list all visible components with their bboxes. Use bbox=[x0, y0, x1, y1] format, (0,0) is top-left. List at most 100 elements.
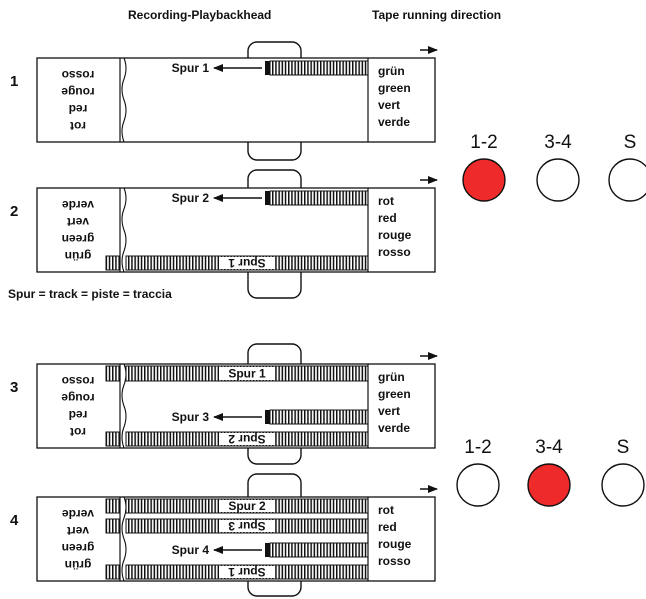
color-word: rouge bbox=[378, 228, 412, 242]
active-indicator bbox=[527, 463, 571, 507]
head-gap-mark bbox=[265, 191, 270, 205]
color-word-flipped: grün bbox=[65, 558, 92, 572]
config-label: 1 bbox=[10, 73, 18, 90]
color-word: rosso bbox=[378, 245, 411, 259]
color-word: vert bbox=[378, 404, 400, 418]
band-label-box bbox=[219, 257, 275, 269]
band-label-box bbox=[219, 500, 275, 512]
config-label: 2 bbox=[10, 203, 18, 220]
tape-frame bbox=[36, 57, 436, 143]
track-button-label: S bbox=[617, 437, 630, 458]
backward-spur-label: Spur 3 bbox=[228, 519, 266, 533]
track-button-3-4[interactable]: 3-4 bbox=[527, 437, 571, 507]
color-word-flipped: rouge bbox=[61, 391, 95, 405]
color-word-flipped: green bbox=[62, 232, 95, 246]
inactive-indicator bbox=[456, 463, 500, 507]
color-word-flipped: rot bbox=[70, 119, 86, 133]
active-indicator bbox=[462, 158, 506, 202]
recording-spur-label: Spur 3 bbox=[172, 410, 210, 424]
backward-spur-label: Spur 2 bbox=[228, 432, 266, 446]
color-word: red bbox=[378, 211, 397, 225]
band-label-box bbox=[219, 520, 275, 532]
track-button-3-4[interactable]: 3-4 bbox=[536, 132, 580, 202]
track-band-3: Spur 1 bbox=[125, 564, 369, 580]
color-word-flipped: rouge bbox=[61, 85, 95, 99]
track-button-label: 1-2 bbox=[470, 132, 497, 153]
color-words-right: grün green vert verde bbox=[378, 64, 411, 129]
config-label: 3 bbox=[10, 379, 18, 396]
track-button-s[interactable]: S bbox=[601, 437, 645, 507]
track-stub bbox=[105, 498, 121, 514]
track-selector-2: 1-2 3-4 S bbox=[456, 437, 645, 507]
color-word-flipped: vert bbox=[67, 524, 89, 538]
track-band-2: Spur 3 bbox=[125, 518, 369, 534]
backward-spur-label: Spur 2 bbox=[228, 499, 266, 513]
color-word: green bbox=[378, 387, 411, 401]
backward-spur-label: Spur 1 bbox=[228, 367, 266, 381]
recording-track-band bbox=[269, 542, 369, 558]
track-button-s[interactable]: S bbox=[608, 132, 646, 202]
recording-track-band bbox=[269, 60, 369, 76]
color-word: rouge bbox=[378, 537, 412, 551]
backward-spur-label: Spur 1 bbox=[228, 565, 266, 579]
track-band-2: Spur 2 bbox=[125, 431, 369, 447]
color-word: rot bbox=[378, 194, 394, 208]
track-band-1: Spur 1 bbox=[125, 255, 369, 271]
inactive-indicator bbox=[608, 158, 646, 202]
band-label-box bbox=[219, 367, 275, 380]
color-word: green bbox=[378, 81, 411, 95]
color-words-left: verde vert green grün bbox=[62, 507, 95, 572]
color-word: grün bbox=[378, 64, 405, 78]
track-selector-1: 1-2 3-4 S bbox=[462, 132, 646, 202]
inactive-indicator bbox=[601, 463, 645, 507]
track-button-label: S bbox=[624, 132, 637, 153]
color-word: rosso bbox=[378, 554, 411, 568]
recording-spur-label: Spur 2 bbox=[172, 191, 210, 205]
color-word: red bbox=[378, 520, 397, 534]
band-label-box bbox=[219, 433, 275, 445]
color-word-flipped: rot bbox=[70, 425, 86, 439]
track-button-label: 3-4 bbox=[535, 437, 563, 458]
track-button-1-2[interactable]: 1-2 bbox=[462, 132, 506, 202]
head-label: Recording-Playbackhead bbox=[128, 8, 271, 22]
track-band-1: Spur 1 bbox=[125, 365, 369, 382]
color-word-flipped: red bbox=[69, 408, 88, 422]
inactive-indicator bbox=[536, 158, 580, 202]
color-word: verde bbox=[378, 115, 410, 129]
recording-spur-label: Spur 1 bbox=[172, 61, 210, 75]
head-gap-mark bbox=[265, 543, 270, 557]
track-stub bbox=[105, 365, 121, 382]
color-word-flipped: green bbox=[62, 541, 95, 555]
backward-spur-label: Spur 1 bbox=[228, 256, 266, 270]
recording-track-band bbox=[269, 190, 369, 206]
track-band-1: Spur 2 bbox=[125, 498, 369, 514]
color-word: rot bbox=[378, 503, 394, 517]
recording-spur-label: Spur 4 bbox=[172, 543, 210, 557]
direction-label: Tape running direction bbox=[372, 8, 501, 22]
color-word-flipped: verde bbox=[62, 507, 94, 521]
color-word-flipped: vert bbox=[67, 215, 89, 229]
head-gap-mark bbox=[265, 410, 270, 424]
track-note: Spur = track = piste = traccia bbox=[8, 287, 172, 301]
band-label-box bbox=[219, 566, 275, 578]
color-word-flipped: red bbox=[69, 102, 88, 116]
color-words-right: rot red rouge rosso bbox=[378, 503, 412, 568]
tape-break-mark bbox=[121, 57, 127, 143]
track-button-label: 1-2 bbox=[464, 437, 491, 458]
track-stub bbox=[105, 255, 121, 271]
color-word: vert bbox=[378, 98, 400, 112]
track-button-1-2[interactable]: 1-2 bbox=[456, 437, 500, 507]
color-word: verde bbox=[378, 421, 410, 435]
recording-track-band bbox=[269, 409, 369, 425]
color-word-flipped: verde bbox=[62, 198, 94, 212]
track-stub bbox=[105, 518, 121, 534]
